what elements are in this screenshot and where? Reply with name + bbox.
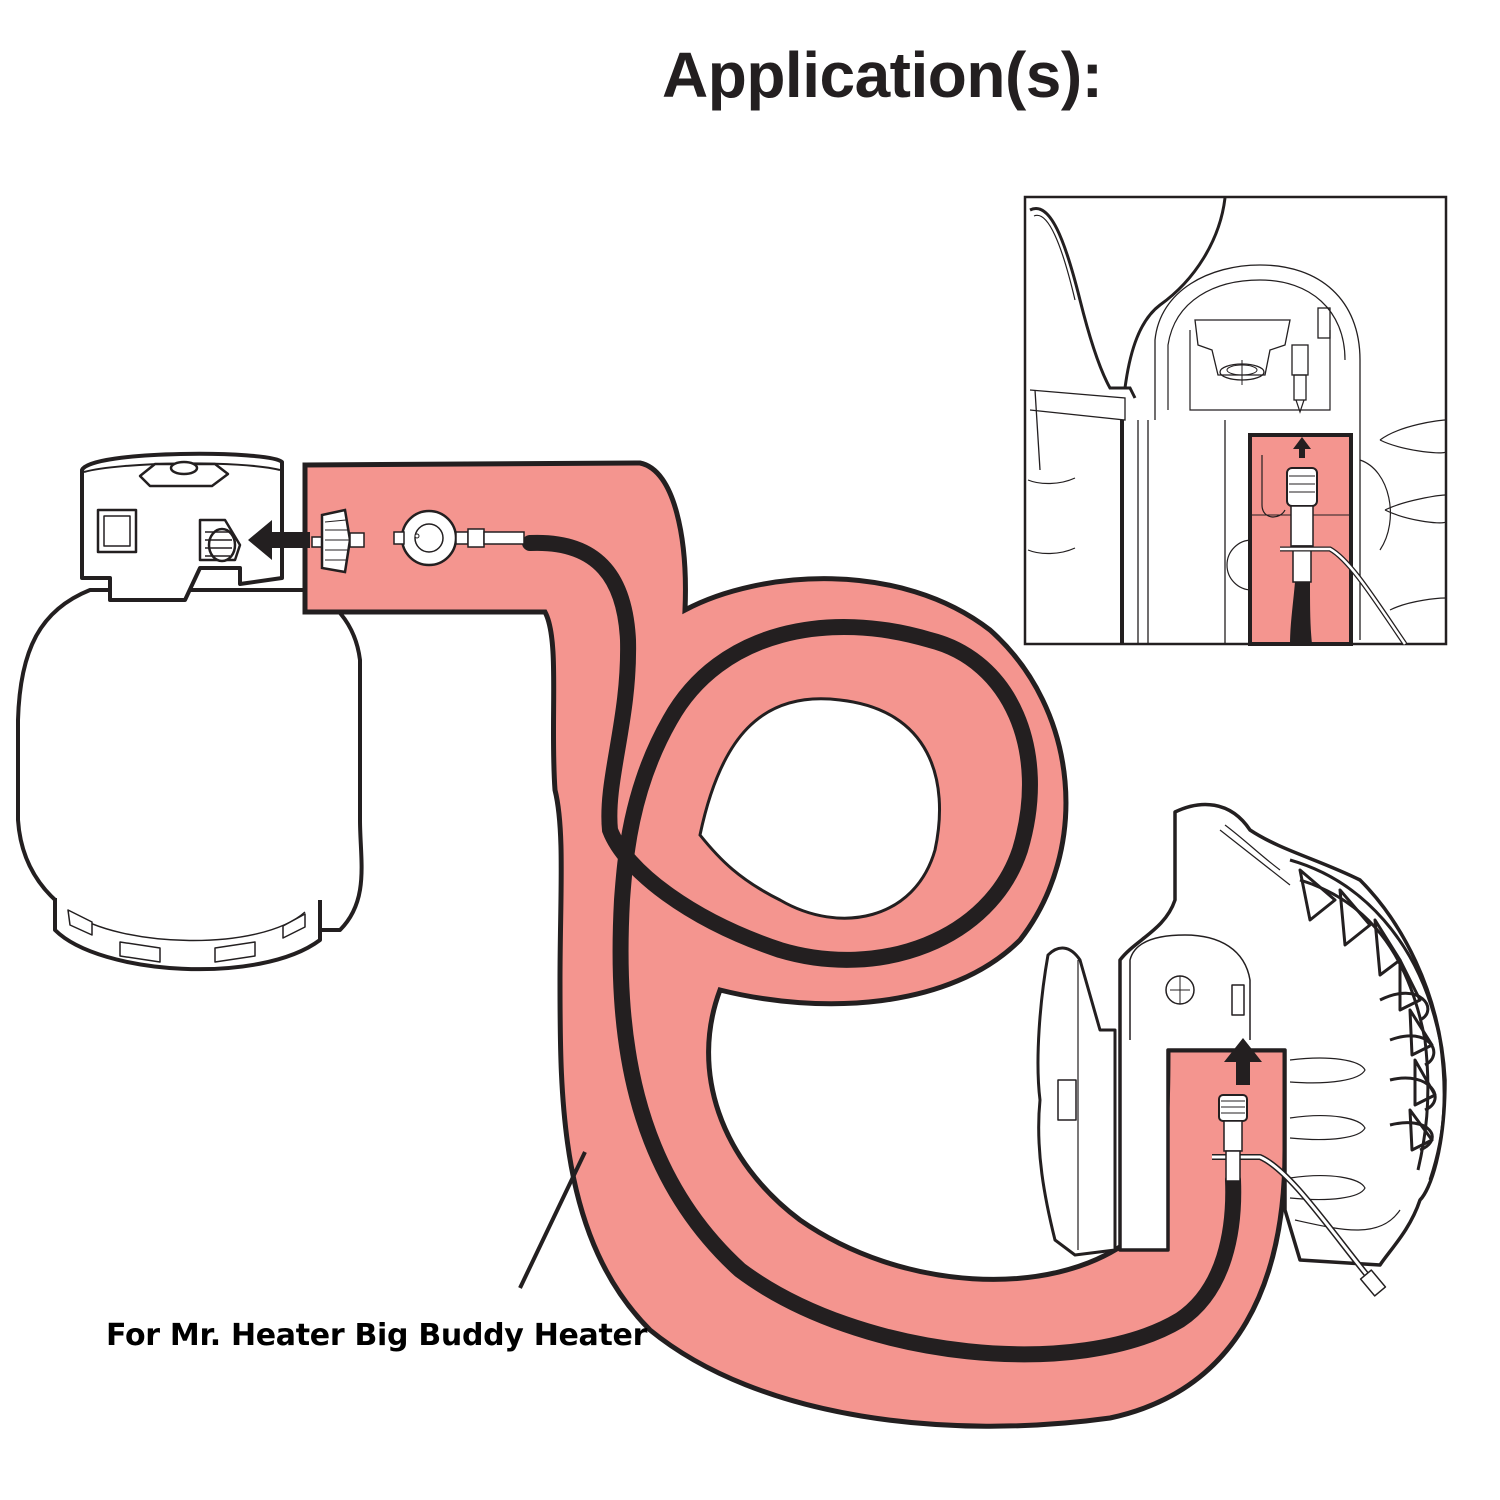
hose-line [522,534,1242,1363]
regulator-assembly [248,508,525,574]
inset-frame [1023,195,1448,646]
loop-hole [698,697,942,920]
heater-grill [1219,824,1401,1231]
page-title: Application(s): [662,39,1103,111]
propane-tank [16,451,364,972]
arrow-up-icon [1224,1038,1262,1085]
tank-body [16,588,364,932]
heater-control-dome [1129,934,1251,1040]
product-caption: For Mr. Heater Big Buddy Heater [106,1318,648,1353]
hose [522,534,1242,1363]
connection-detail-inset [1023,195,1448,646]
arrow-left-icon [248,520,310,560]
connector-nut [320,508,352,574]
portable-heater [1036,802,1447,1297]
heater-cage [1289,858,1446,1181]
inset-arrow-up-icon [1293,437,1311,458]
callout-leader-line [518,1151,587,1289]
tank-collar [80,451,284,602]
heater-fitting [1218,1038,1262,1182]
tank-foot-ring [53,898,322,972]
